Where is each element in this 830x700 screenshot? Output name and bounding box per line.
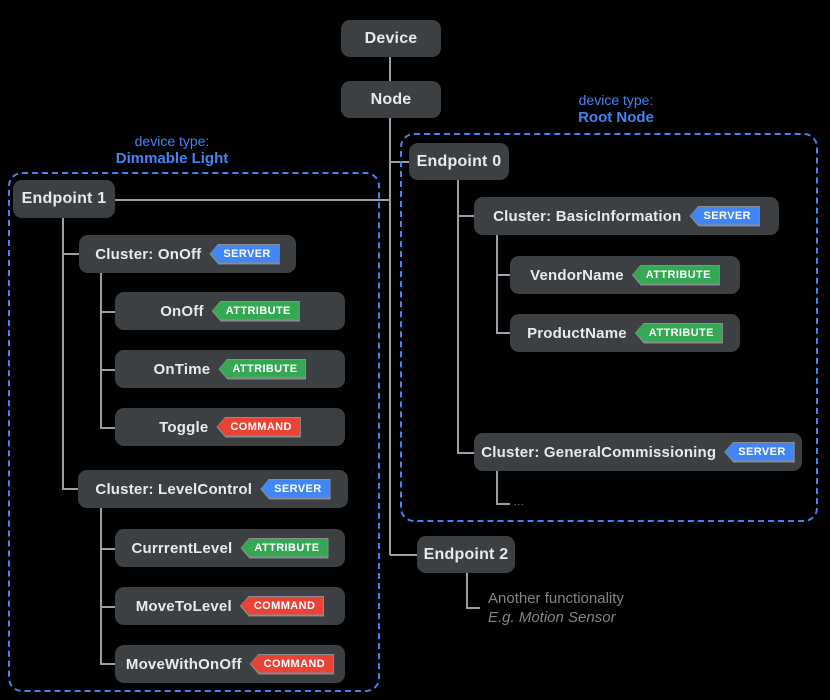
cluster-generalcommissioning-label: Cluster: GeneralCommissioning (481, 443, 717, 461)
movewithonoff-command-label: MoveWithOnOff (125, 655, 242, 673)
device-type-name: Dimmable Light (115, 150, 229, 167)
command-badge: COMMAND (249, 653, 335, 675)
endpoint0-label: Endpoint 0 (416, 152, 502, 170)
connector-to-basicinformation (457, 215, 474, 217)
attribute-badge-label: ATTRIBUTE (632, 265, 719, 284)
vendorname-box: VendorName ATTRIBUTE (510, 256, 740, 294)
server-badge: SERVER (689, 205, 760, 227)
attribute-badge: ATTRIBUTE (240, 537, 329, 559)
attribute-badge-label: ATTRIBUTE (241, 538, 328, 557)
cluster-basicinformation-box: Cluster: BasicInformation SERVER (474, 197, 779, 235)
device-type-name: Root Node (578, 109, 654, 126)
attribute-badge-label: ATTRIBUTE (212, 301, 299, 320)
connector-to-cluster-onoff (62, 253, 79, 255)
attribute-badge: ATTRIBUTE (218, 358, 307, 380)
toggle-command-label: Toggle (159, 418, 209, 436)
more-clusters-ellipsis: ... (514, 497, 525, 507)
server-badge-label: SERVER (725, 442, 794, 461)
endpoint2-label: Endpoint 2 (423, 545, 509, 563)
device-label: Device (364, 29, 418, 47)
connector-basicinformation-children (496, 235, 498, 333)
productname-label: ProductName (527, 324, 627, 342)
group-root-node (400, 133, 818, 522)
connector-to-onoff-attr (100, 311, 115, 313)
connector-endpoint1-children (62, 218, 64, 489)
productname-box: ProductName ATTRIBUTE (510, 314, 740, 352)
connector-to-vendorname (496, 274, 510, 276)
ontime-attribute-label: OnTime (153, 360, 211, 378)
vendorname-label: VendorName (530, 266, 624, 284)
movetolevel-command-box: MoveToLevel COMMAND (115, 587, 345, 625)
onoff-attribute-box: OnOff ATTRIBUTE (115, 292, 345, 330)
cluster-levelcontrol-label: Cluster: LevelControl (95, 480, 253, 498)
endpoint2-annotation-line2: E.g. Motion Sensor (488, 609, 616, 626)
server-badge: SERVER (209, 243, 280, 265)
command-badge-label: COMMAND (250, 654, 334, 673)
movewithonoff-command-box: MoveWithOnOff COMMAND (115, 645, 345, 683)
node-box: Node (341, 81, 441, 118)
connector-to-toggle (100, 427, 115, 429)
attribute-badge: ATTRIBUTE (211, 300, 300, 322)
device-node-box: Device (341, 20, 441, 57)
connector-node-spine (389, 118, 391, 555)
server-badge-label: SERVER (210, 244, 279, 263)
connector-to-movetolevel (100, 606, 115, 608)
device-type-prefix: device type: (134, 133, 210, 149)
connector-endpoint0-children (457, 180, 459, 453)
connector-to-endpoint1 (114, 199, 390, 201)
ontime-attribute-box: OnTime ATTRIBUTE (115, 350, 345, 388)
cluster-levelcontrol-box: Cluster: LevelControl SERVER (78, 470, 348, 508)
endpoint0-box: Endpoint 0 (409, 143, 509, 180)
cluster-basicinformation-label: Cluster: BasicInformation (493, 207, 682, 225)
server-badge-label: SERVER (690, 206, 759, 225)
server-badge-label: SERVER (261, 479, 330, 498)
attribute-badge: ATTRIBUTE (634, 322, 723, 344)
connector-device-node (389, 57, 391, 82)
onoff-attribute-label: OnOff (160, 302, 204, 320)
server-badge: SERVER (724, 441, 795, 463)
connector-to-generalcommissioning (457, 452, 474, 454)
connector-endpoint2-annotation-h (466, 607, 480, 609)
movetolevel-command-label: MoveToLevel (135, 597, 232, 615)
connector-to-ellipsis (496, 503, 510, 505)
attribute-badge-label: ATTRIBUTE (219, 359, 306, 378)
connector-levelcontrol-children (100, 508, 102, 664)
endpoint2-annotation-line1: Another functionality (488, 590, 624, 607)
cluster-onoff-label: Cluster: OnOff (95, 245, 202, 263)
group-label-root-node: device type: Root Node (501, 92, 731, 126)
device-type-prefix: device type: (578, 92, 654, 108)
group-label-dimmable-light: device type: Dimmable Light (57, 133, 287, 167)
connector-to-cluster-levelcontrol (62, 488, 78, 490)
command-badge-label: COMMAND (217, 417, 300, 436)
cluster-onoff-box: Cluster: OnOff SERVER (79, 235, 296, 273)
endpoint2-box: Endpoint 2 (417, 536, 515, 573)
currrentlevel-attribute-box: CurrrentLevel ATTRIBUTE (115, 529, 345, 567)
connector-to-productname (496, 332, 510, 334)
connector-to-movewithonoff (100, 663, 115, 665)
endpoint1-label: Endpoint 1 (21, 190, 107, 207)
cluster-generalcommissioning-box: Cluster: GeneralCommissioning SERVER (474, 433, 802, 471)
connector-to-ontime (100, 369, 115, 371)
currrentlevel-attribute-label: CurrrentLevel (131, 539, 233, 557)
connector-to-currrentlevel (100, 548, 115, 550)
attribute-badge-label: ATTRIBUTE (635, 323, 722, 342)
connector-to-endpoint2 (390, 554, 418, 556)
endpoint1-box: Endpoint 1 (13, 180, 115, 218)
endpoint2-annotation: Another functionality E.g. Motion Sensor (488, 589, 624, 627)
attribute-badge: ATTRIBUTE (631, 264, 720, 286)
connector-onoff-children (100, 273, 102, 427)
group-dimmable-light (8, 172, 380, 692)
connector-generalcommissioning-children (496, 471, 498, 504)
command-badge-label: COMMAND (240, 596, 324, 615)
node-label: Node (370, 90, 412, 108)
toggle-command-box: Toggle COMMAND (115, 408, 345, 446)
command-badge: COMMAND (239, 595, 325, 617)
command-badge: COMMAND (216, 416, 301, 438)
connector-endpoint2-annotation-v (466, 573, 468, 608)
server-badge: SERVER (260, 478, 331, 500)
